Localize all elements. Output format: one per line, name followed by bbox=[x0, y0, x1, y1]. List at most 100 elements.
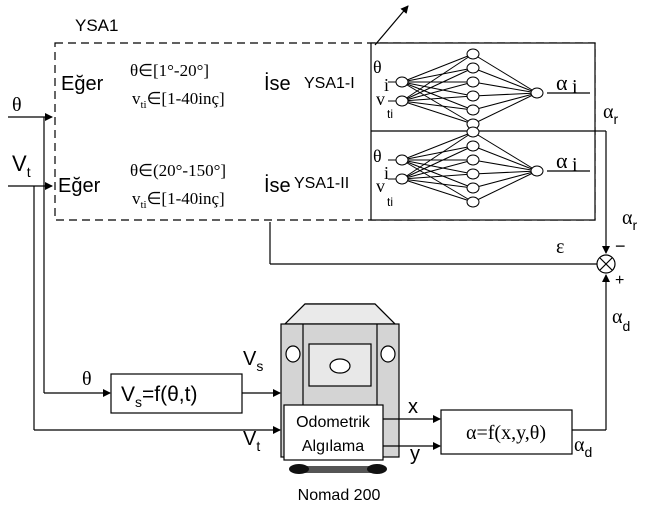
nn2-connection bbox=[401, 178, 474, 203]
nn1-hidden-node bbox=[466, 76, 480, 88]
nn1-connection bbox=[472, 92, 538, 97]
robot-wheel-left bbox=[289, 464, 309, 474]
alpha-r-comparator-label: αr bbox=[622, 207, 637, 233]
nn2-connection bbox=[401, 145, 474, 180]
alpha-d-side-label: αd bbox=[612, 306, 630, 334]
alpha-r-top-label: αr bbox=[603, 101, 618, 127]
nn1-output-alpha: α bbox=[556, 70, 568, 95]
vs-function-text: Vs=f(θ,t) bbox=[121, 383, 197, 410]
nn2-hidden-node bbox=[466, 182, 480, 194]
nn1-output-node bbox=[530, 87, 544, 99]
nn1-output-sub: i bbox=[572, 76, 578, 98]
x-signal-label: x bbox=[408, 396, 418, 418]
nn2-hidden-node bbox=[466, 140, 480, 152]
nn1-v-label: v bbox=[376, 89, 385, 109]
alpha-function-block bbox=[440, 409, 573, 455]
adaptation-arrow bbox=[374, 5, 409, 46]
nn1-connection bbox=[472, 81, 538, 94]
rule2-if: Eğer bbox=[58, 175, 101, 197]
comparator-junction bbox=[596, 254, 616, 274]
nn2-input-node bbox=[395, 173, 409, 185]
odometric-line2: Algılama bbox=[302, 438, 364, 455]
rule2-v-condition: vti∈[1-40inç] bbox=[132, 189, 225, 211]
nn2-connection bbox=[472, 145, 538, 172]
robot-illustration bbox=[280, 303, 400, 474]
nn2-hidden-node bbox=[466, 126, 480, 138]
nn2-hidden-node bbox=[466, 168, 480, 180]
nn1-connection bbox=[401, 95, 474, 102]
theta-to-vs-label: θ bbox=[82, 368, 92, 390]
nn2-connection bbox=[401, 173, 474, 180]
nn2-theta-sub: i bbox=[384, 163, 389, 183]
rule2-network-label: YSA1-II bbox=[294, 175, 349, 192]
nn1-connection bbox=[472, 92, 538, 125]
nn1-connection bbox=[401, 53, 474, 102]
nn2-connection bbox=[472, 170, 538, 203]
rule2-then: İse bbox=[264, 174, 291, 197]
nn2-output-node bbox=[530, 165, 544, 177]
nn1-connection bbox=[401, 81, 474, 125]
nn2-hidden-node bbox=[466, 196, 480, 208]
nn1-connection bbox=[401, 67, 474, 83]
neural-network-ysa1-i bbox=[388, 48, 544, 130]
nn2-connection bbox=[472, 170, 538, 175]
nn2-input-node bbox=[395, 154, 409, 166]
nn1-connection bbox=[401, 100, 474, 111]
nn1-hidden-node bbox=[466, 104, 480, 116]
nn2-connection bbox=[401, 159, 474, 180]
nn1-hidden-node bbox=[466, 62, 480, 74]
epsilon-label: ε bbox=[556, 236, 564, 258]
robot-wheel-right bbox=[367, 464, 387, 474]
nn2-connection bbox=[401, 178, 474, 189]
nn1-connection bbox=[401, 81, 474, 102]
alpha-d-output-label: αd bbox=[574, 434, 592, 460]
y-signal-label: y bbox=[410, 443, 420, 465]
input-theta-label: θ bbox=[12, 94, 22, 116]
nn2-hidden-node bbox=[466, 154, 480, 166]
nn2-connection bbox=[401, 159, 474, 175]
nn1-theta-label: θ bbox=[373, 57, 382, 77]
odometric-line1: Odometrik bbox=[296, 414, 371, 431]
nn1-connection bbox=[472, 67, 538, 94]
nn1-connection bbox=[472, 92, 538, 111]
nn1-connection bbox=[401, 100, 474, 125]
nn2-connection bbox=[401, 131, 474, 180]
nn2-v-label: v bbox=[376, 176, 385, 196]
nn1-input-node bbox=[395, 95, 409, 107]
nn2-theta-label: θ bbox=[373, 146, 382, 166]
vs-output-label: Vs bbox=[243, 348, 263, 374]
nn1-connection bbox=[401, 53, 474, 83]
odometric-block bbox=[283, 404, 384, 461]
comparator-plus: + bbox=[615, 272, 624, 289]
nn1-connection bbox=[401, 81, 474, 111]
nn2-connection bbox=[401, 145, 474, 161]
nn1-v-sub: ti bbox=[387, 107, 393, 121]
rule1-then: İse bbox=[264, 72, 291, 95]
rule2-theta-condition: θ∈(20°-150°] bbox=[130, 161, 226, 180]
rule1-v-condition: vti∈[1-40inç] bbox=[132, 89, 225, 111]
comparator-minus: − bbox=[615, 236, 626, 256]
neural-network-ysa1-ii bbox=[388, 126, 544, 208]
nn2-connection bbox=[472, 170, 538, 189]
alpha-function-text: α=f(x,y,θ) bbox=[466, 422, 546, 444]
nn2-v-sub: ti bbox=[387, 195, 393, 209]
nn1-theta-sub: i bbox=[384, 75, 389, 95]
rule1-network-label: YSA1-I bbox=[304, 75, 355, 92]
input-vt-label: Vt bbox=[12, 151, 31, 180]
nn2-connection bbox=[472, 159, 538, 172]
vt-to-robot-label: Vt bbox=[243, 428, 260, 454]
nn1-hidden-node bbox=[466, 90, 480, 102]
nn1-input-node bbox=[395, 76, 409, 88]
rule1-theta-condition: θ∈[1°-20°] bbox=[130, 61, 209, 80]
nn1-connection bbox=[472, 53, 538, 94]
nn2-output-sub: i bbox=[572, 154, 578, 176]
nn1-connection bbox=[401, 67, 474, 102]
nn2-output-alpha: α bbox=[556, 148, 568, 173]
nn1-hidden-node bbox=[466, 48, 480, 60]
nn2-connection bbox=[401, 131, 474, 161]
nn1-connection bbox=[401, 81, 474, 97]
rule1-if: Eğer bbox=[61, 73, 104, 95]
nn2-connection bbox=[401, 159, 474, 189]
nn2-connection bbox=[401, 159, 474, 203]
